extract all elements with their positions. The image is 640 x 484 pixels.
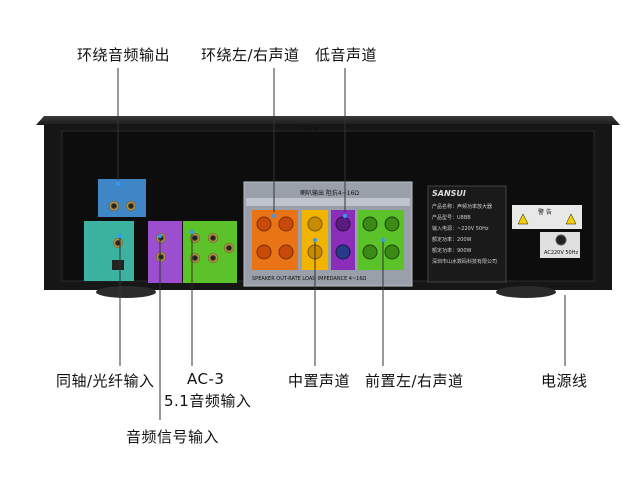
sub-post-top: [335, 216, 351, 232]
dot-audio-in: [158, 234, 162, 238]
center-post-top: [307, 216, 323, 232]
label-coax-optical: 同轴/光纤输入: [56, 372, 155, 390]
front-l-post-top: [362, 216, 378, 232]
front-r-post-top: [384, 216, 400, 232]
surround-out-jack-l: [109, 201, 119, 211]
surround-l-post-top: [256, 216, 272, 232]
coax-optical-module: [84, 221, 134, 281]
top-marker: 79-78: [300, 126, 318, 133]
spec-line: 产品型号：U8BB: [432, 214, 471, 221]
spec-line: 深圳市山水数码科技有限公司: [432, 258, 497, 265]
label-power: 电源线: [541, 372, 588, 390]
dot-surround-lr: [272, 214, 276, 218]
power-rating: AC220V 50Hz: [544, 250, 578, 256]
dot-coax: [118, 234, 122, 238]
front-r-post-bottom: [384, 244, 400, 260]
label-center: 中置声道: [288, 372, 351, 390]
ac3-jack-2: [156, 252, 166, 262]
callout-dots: [116, 182, 385, 242]
surround-out-jack-r: [126, 201, 136, 211]
label-surround-lr: 环绕左/右声道: [201, 46, 300, 64]
brand-logo: SANSUI: [432, 189, 466, 198]
label-ac3: AC-3: [187, 370, 225, 388]
callout-lines: [117, 68, 566, 420]
label-subwoofer: 低音声道: [315, 46, 378, 64]
surround-r-post-top: [278, 216, 294, 232]
spec-label: [427, 185, 507, 283]
chassis-top: [36, 116, 620, 125]
front-l-post-bottom: [362, 244, 378, 260]
dot-ac3: [190, 230, 194, 234]
optical-port: [112, 260, 124, 270]
speaker-header: 喇叭输出 阻抗4~16Ω: [300, 189, 359, 197]
dot-subwoofer: [343, 214, 347, 218]
spec-line: 产品名称：声频功率放大器: [432, 203, 492, 210]
coax-jack: [113, 238, 123, 248]
dot-front-lr: [381, 238, 385, 242]
surround-l-post-bottom: [256, 244, 272, 260]
spec-line: 额定功率：900W: [432, 247, 472, 254]
label-surround-out: 环绕音频输出: [77, 46, 171, 64]
surround-r-post-bottom: [278, 244, 294, 260]
spec-line: 输入电源：~220V 50Hz: [432, 225, 489, 232]
label-audio-in: 音频信号输入: [126, 428, 220, 446]
dot-center: [313, 238, 317, 242]
dot-surround-out: [116, 182, 120, 186]
foot-left: [96, 286, 156, 298]
speaker-strip: SPEAKER OUT-RATE LOAD IMPEDANCE 4~16Ω: [252, 276, 367, 282]
surround-out-module: [98, 179, 146, 217]
label-ac3-51: 5.1音频输入: [164, 392, 252, 410]
warning-triangle-left-icon: [517, 213, 529, 225]
foot-right: [496, 286, 556, 298]
in-jack-5: [224, 243, 234, 253]
warning-triangle-right-icon: [565, 213, 577, 225]
in-jack-4: [208, 253, 218, 263]
power-socket: [555, 234, 567, 246]
spec-line: 额定功率：200W: [432, 236, 472, 243]
speaker-label-row: [246, 198, 410, 206]
sub-post-bottom: [335, 244, 351, 260]
in-jack-2: [208, 233, 218, 243]
label-front-lr: 前置左/右声道: [365, 372, 464, 390]
ac3-module: [148, 221, 182, 283]
warning-title: 警 告: [538, 208, 552, 216]
